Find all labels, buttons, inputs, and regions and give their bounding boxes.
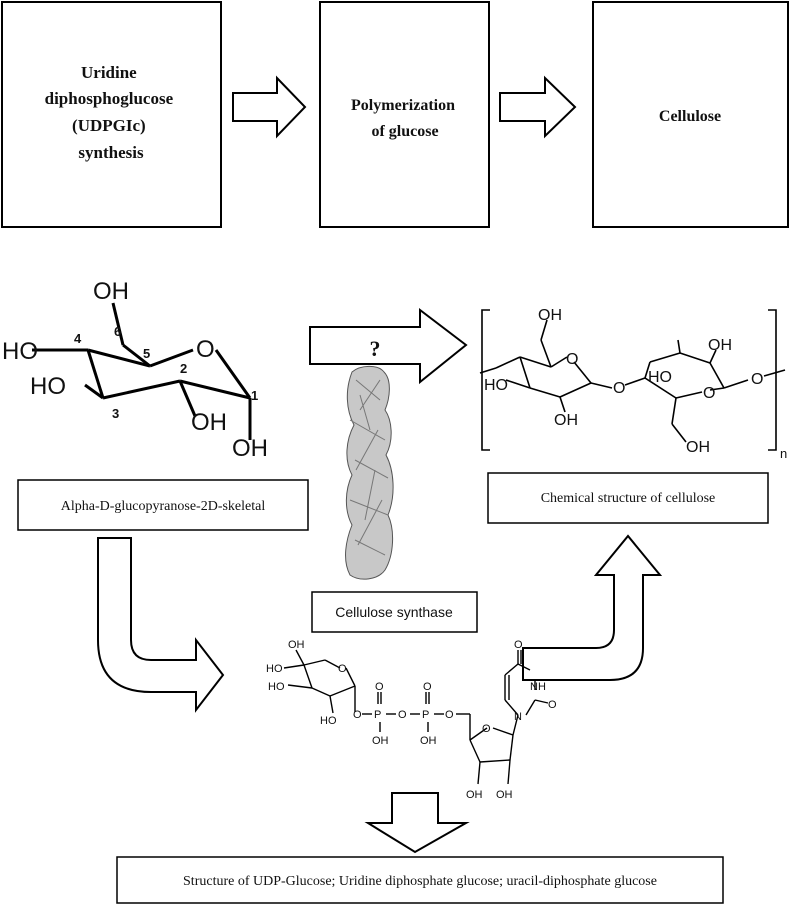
cellulose-structure [479,309,786,451]
udp-n-uracil: N [514,711,522,723]
svg-text:Uridine diphosphoglucose: Uridine diphosphoglucose (UDPGIc) synthe… [45,63,178,162]
question-mark: ? [370,336,381,361]
udp-glucose-labels: OH HO HO HO O O P O P O OH OH O O O N NH… [266,639,557,801]
udpgic-line-4: synthesis [78,143,144,162]
cellulose-structure-label: Chemical structure of cellulose [541,491,716,506]
udp-o-uracil-top: O [514,639,523,651]
udpgic-line-2: diphosphoglucose [45,89,174,108]
udp-glucose-label-box: Structure of UDP-Glucose; Uridine diphos… [116,856,724,904]
glucose-num-1: 1 [251,388,258,403]
cellulose-structure-label-box: Chemical structure of cellulose [487,472,769,524]
glucopyranose-label: Alpha-D-glucopyranose-2D-skeletal [61,499,266,514]
udp-o-bridge: O [398,709,407,721]
udp-p1: P [374,709,381,721]
udp-glucose-structure [283,649,549,785]
cellulose-subscript-n: n [780,446,787,461]
cellulose-synthase-label-box: Cellulose synthase [311,591,478,633]
cellulose-synthase-protein [345,365,394,580]
cellulose-synthase-label: Cellulose synthase [335,604,453,620]
cellulose-oh-bottom-right: OH [686,439,710,456]
glucose-oh-c1: OH [232,435,268,462]
arrow-right-2 [499,75,577,139]
udp-ho-a: HO [266,663,283,675]
udpgic-line-1: Uridine [81,63,137,82]
glucose-num-3: 3 [112,406,119,421]
glucose-ring-o: O [196,336,215,363]
udp-nh-uracil: NH [530,681,546,693]
curved-arrow-up-right [522,534,663,681]
udp-o-uracil-right: O [548,699,557,711]
udpgic-box: Uridine diphosphoglucose (UDPGIc) synthe… [1,1,222,228]
cellulose-o-link: O [613,380,625,397]
udp-o1: O [353,709,362,721]
cellulose-ho-left: HO [484,377,508,394]
glucose-ho-c3: HO [30,373,66,400]
cellulose-o-ring-left: O [566,351,578,368]
udp-oh-ch2: OH [288,639,305,651]
cellulose-ho-right: HO [648,369,672,386]
udpgic-line-3: (UDPGIc) [72,116,146,135]
cellulose-oh1: OH [538,307,562,324]
cellulose-oh-top-right: OH [708,337,732,354]
arrow-right-1 [232,75,307,139]
curved-arrow-down-right [97,537,225,713]
arrow-down-big [364,792,470,854]
glucose-labels: OH HO HO OH OH O 1 2 3 4 5 6 [2,278,268,462]
glucose-structure [32,302,252,440]
udp-oh-ribose-2: OH [496,789,513,801]
udp-o-p2-top: O [423,681,432,693]
udp-o-p1-top: O [375,681,384,693]
glucose-num-5: 5 [143,346,150,361]
udp-oh-p2: OH [420,735,437,747]
udp-o-ribose: O [482,723,491,735]
cellulose-oh-bottom-left: OH [554,412,578,429]
svg-text:Polymerization of glucos: Polymerization of glucose [351,97,459,140]
cellulose-structure-labels: OH HO O OH O HO OH O O OH n [484,307,787,461]
udp-oh-p1: OH [372,735,389,747]
cellulose-o-end: O [751,371,763,388]
glucose-oh-c2: OH [191,409,227,436]
udp-o-ring: O [338,663,347,675]
polymerization-box: Polymerization of glucose [319,1,490,228]
glucose-num-4: 4 [74,331,82,346]
glucose-ho-c4: HO [2,338,38,365]
glucopyranose-label-box: Alpha-D-glucopyranose-2D-skeletal [17,479,309,531]
question-arrow [309,307,468,385]
glucose-num-2: 2 [180,361,187,376]
polymerization-line-2: of glucose [371,123,438,140]
cellulose-o-ring-right: O [703,385,715,402]
udp-p2: P [422,709,429,721]
udp-o2: O [445,709,454,721]
udp-glucose-label: Structure of UDP-Glucose; Uridine diphos… [183,874,657,889]
cellulose-box: Cellulose [592,1,789,228]
glucose-oh-top: OH [93,278,129,305]
udp-ho-c: HO [320,715,337,727]
polymerization-line-1: Polymerization [351,97,455,114]
udp-ho-b: HO [268,681,285,693]
glucose-num-6: 6 [114,324,121,339]
udp-oh-ribose-1: OH [466,789,483,801]
cellulose-box-label: Cellulose [659,108,721,125]
